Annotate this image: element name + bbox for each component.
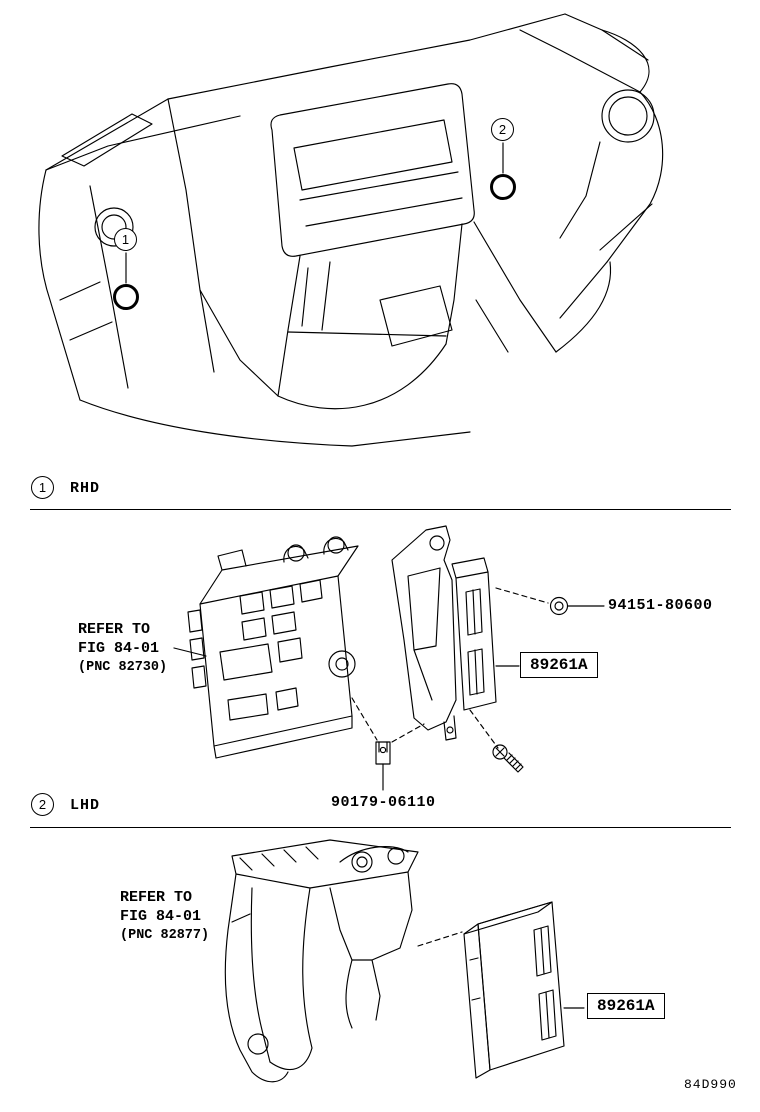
section-label-lhd: LHD (70, 797, 101, 814)
assembly-dashed-lines-lhd (417, 931, 463, 947)
nut-icon (549, 596, 569, 616)
ecu-bracket-drawing-rhd (391, 525, 497, 741)
refer-note-rhd-line2: FIG 84-01 (78, 640, 160, 657)
refer-note-lhd: REFER TO FIG 84-01 (PNC 82877) (120, 888, 209, 945)
part-number-ecu-rhd: 89261A (520, 652, 598, 678)
part-number-nut: 94151-80600 (608, 597, 713, 614)
leader-lines-rhd (173, 605, 605, 667)
screw-icon (492, 744, 524, 773)
ecu-drawing-lhd (463, 901, 565, 1079)
section-label-rhd: RHD (70, 480, 101, 497)
dashboard-callout-2: 2 (491, 118, 514, 141)
location-marker-1 (113, 284, 139, 310)
part-number-clip: 90179-06110 (331, 794, 436, 811)
location-marker-2 (490, 174, 516, 200)
bracket-drawing-lhd (224, 839, 419, 1083)
part-number-ecu-lhd: 89261A (587, 993, 665, 1019)
section-divider-rhd (30, 509, 731, 510)
refer-note-rhd-line3: (PNC 82730) (78, 660, 168, 675)
refer-note-rhd: REFER TO FIG 84-01 (PNC 82730) (78, 620, 167, 677)
section-number-rhd: 1 (31, 476, 54, 499)
dashboard-callout-1: 1 (114, 228, 137, 251)
refer-note-rhd-line1: REFER TO (78, 621, 151, 638)
section-divider-lhd (30, 827, 731, 828)
section-number-lhd: 2 (31, 793, 54, 816)
junction-block-drawing (187, 536, 359, 759)
refer-note-lhd-line3: (PNC 82877) (120, 928, 210, 943)
refer-note-lhd-line2: FIG 84-01 (120, 908, 202, 925)
diagram-code: 84D990 (684, 1077, 737, 1092)
clip-icon (375, 741, 391, 791)
assembly-dashed-lines-rhd (351, 587, 549, 749)
leader-lines-lhd (231, 913, 585, 1009)
dashboard-drawing (38, 13, 664, 447)
refer-note-lhd-line1: REFER TO (120, 889, 193, 906)
